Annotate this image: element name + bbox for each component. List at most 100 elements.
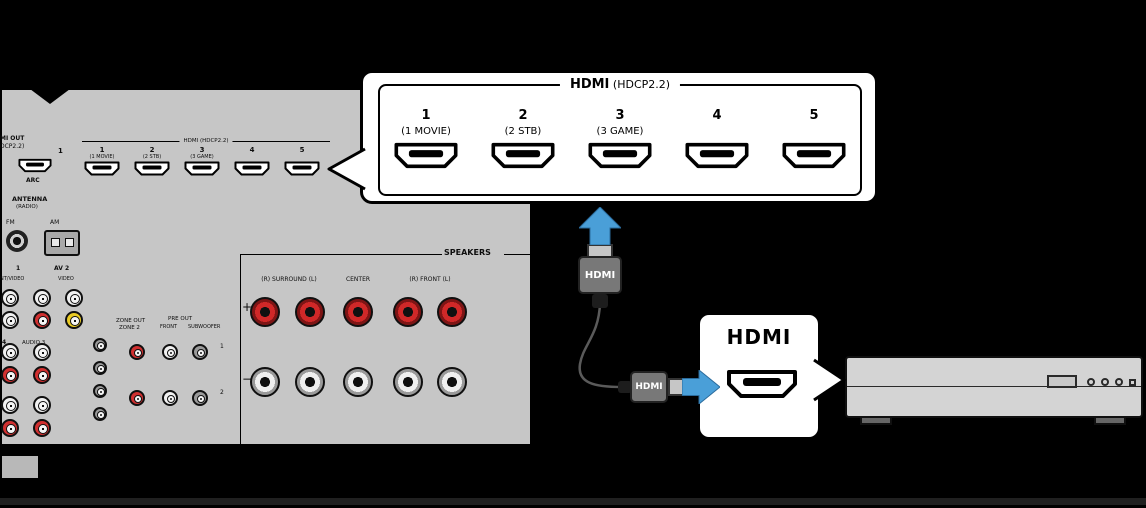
center-label: CENTER <box>345 276 371 283</box>
speaker-terminal-black <box>343 367 373 397</box>
port-number: 4 <box>249 146 255 154</box>
hdmi-input-port-3: 3 (3 GAME) <box>176 146 228 180</box>
port-label: (1 MOVIE) <box>401 126 451 137</box>
rca-jack-red <box>33 419 51 437</box>
hdmi-cable-highlight <box>578 301 624 389</box>
rca-jack-white <box>33 289 51 307</box>
port-label <box>226 154 278 161</box>
hdmi-box-port-icon <box>726 369 798 399</box>
hdmi-port-icon <box>134 161 170 176</box>
am-label: AM <box>50 219 60 226</box>
port-label <box>669 124 765 139</box>
port-number: 2 <box>149 146 155 154</box>
callout-port-4: 4 <box>669 108 765 173</box>
front-label: FRONT <box>160 324 178 330</box>
hdmi-port-icon <box>393 142 459 169</box>
hdmi-cable <box>575 298 627 392</box>
port-label: (1 MOVIE) <box>89 154 115 160</box>
hdmi-out-sublabel: DCP2.2) <box>0 143 25 150</box>
plug-tip <box>668 378 684 396</box>
hdmi-port-icon <box>781 142 847 169</box>
port-label <box>766 124 862 139</box>
hdmi-box: HDMI <box>697 312 821 440</box>
hdmi-out-port-number: 1 <box>58 147 63 155</box>
rca-jack-gray <box>192 344 208 360</box>
minus-label: − <box>242 372 253 386</box>
player-device <box>845 356 1143 418</box>
port-number: 1 <box>99 146 105 154</box>
hdmi-port-icon <box>490 142 556 169</box>
port-label: (3 GAME) <box>596 126 644 137</box>
player-button <box>1115 378 1123 386</box>
av1-label: 1 <box>16 265 21 272</box>
zone-out-label: ZONE OUT <box>116 318 146 324</box>
callout-port-1: 1 (1 MOVIE) <box>378 108 474 173</box>
player-foot <box>1094 416 1126 425</box>
player-foot <box>860 416 892 425</box>
rca-jack-video-yellow <box>65 311 83 329</box>
fm-label: FM <box>6 219 15 226</box>
rca-jack-white <box>162 390 178 406</box>
plug-label: HDMI <box>630 371 668 403</box>
player-button <box>1101 378 1109 386</box>
audio-row-number: 4 <box>2 339 7 346</box>
subwoofer-label: SUBWOOFER <box>188 324 221 330</box>
port-number: 3 <box>199 146 205 154</box>
port-number: 5 <box>299 146 305 154</box>
hdmi-plug-upper: HDMI <box>578 244 622 308</box>
port-number: 5 <box>809 108 819 123</box>
hdmi-port-icon <box>284 161 320 176</box>
callout-port-5: 5 <box>766 108 862 173</box>
rca-jack-white <box>33 396 51 414</box>
speaker-terminal-black <box>295 367 325 397</box>
port-label: (2 STB) <box>142 154 162 160</box>
port-number: 3 <box>615 108 625 123</box>
speaker-terminal-black <box>393 367 423 397</box>
rca-jack-white <box>1 289 19 307</box>
hdmi-out-label: MI OUT <box>0 135 25 142</box>
rca-jack-red <box>129 390 145 406</box>
hdmi-input-port-1: 1 (1 MOVIE) <box>76 146 128 180</box>
hdmi-input-port-2: 2 (2 STB) <box>126 146 178 180</box>
rca-jack-gray <box>93 384 107 398</box>
speakers-label: SPEAKERS <box>444 248 491 257</box>
rca-jack-red <box>129 344 145 360</box>
player-button <box>1087 378 1095 386</box>
speaker-terminal-black <box>250 367 280 397</box>
hdmi-port-icon <box>587 142 653 169</box>
rca-jack-gray <box>93 338 107 352</box>
pre-out-label: PRE OUT <box>168 316 193 322</box>
speaker-terminal-red <box>343 297 373 327</box>
port-label: (2 STB) <box>504 126 542 137</box>
speaker-terminal-red <box>437 297 467 327</box>
output-number-1: 1 <box>220 343 224 350</box>
bottom-strip <box>0 498 1146 505</box>
rca-jack-gray <box>93 361 107 375</box>
hdmi-inputs-callout-frame: HDMI (HDCP2.2) <box>378 77 862 196</box>
radio-label: (RADIO) <box>16 204 38 210</box>
disc-tray-seam <box>847 386 1141 387</box>
hdmi-port-icon <box>234 161 270 176</box>
rca-jack-white <box>1 396 19 414</box>
callout-title-hdcp: (HDCP2.2) <box>612 78 671 91</box>
rca-jack-red <box>33 311 51 329</box>
rca-jack-red <box>1 419 19 437</box>
rca-jack-white <box>65 289 83 307</box>
rca-jack-white <box>1 311 19 329</box>
port-number: 1 <box>421 108 431 123</box>
panel-tab <box>0 454 40 480</box>
player-display <box>1047 375 1077 388</box>
hdmi-inputs-callout <box>360 70 878 204</box>
speaker-terminal-red <box>295 297 325 327</box>
speakers-divider <box>240 254 241 446</box>
speaker-terminal-red <box>393 297 423 327</box>
callout-port-2: 2 (2 STB) <box>475 108 571 173</box>
speakers-divider <box>240 254 442 255</box>
av2-label: AV 2 <box>54 265 70 272</box>
rca-jack-white <box>162 344 178 360</box>
antenna-label: ANTENNA <box>12 195 48 203</box>
rca-jack-red <box>1 366 19 384</box>
port-label: (3 GAME) <box>190 154 214 160</box>
up-arrow-icon <box>579 207 621 245</box>
output-number-2: 2 <box>220 389 224 396</box>
